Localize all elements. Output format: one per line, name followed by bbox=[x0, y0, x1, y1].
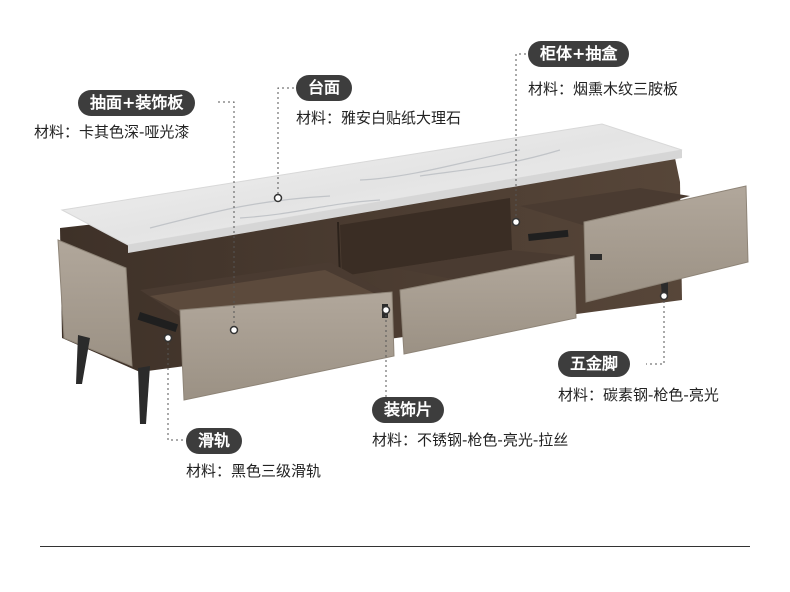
callout-foot-material: 材料：碳素钢-枪色-亮光 bbox=[558, 386, 719, 404]
middle-drawer-front bbox=[399, 255, 577, 355]
bottom-divider bbox=[40, 546, 750, 547]
callout-drawer-panel-material: 材料：卡其色深-哑光漆 bbox=[34, 123, 190, 141]
leader-rail bbox=[167, 338, 184, 441]
middle-drawer-box bbox=[396, 250, 572, 280]
callout-rail-material: 材料：黑色三级滑轨 bbox=[186, 462, 322, 480]
callout-trim-material: 材料：不锈钢-枪色-亮光-拉丝 bbox=[372, 431, 569, 449]
callout-foot-title: 五金脚 bbox=[558, 351, 631, 377]
slide-rail-left bbox=[137, 311, 179, 332]
dot-cabinet bbox=[511, 217, 521, 227]
slide-rail-right bbox=[528, 229, 569, 241]
leader-foot bbox=[646, 296, 665, 365]
callout-top-material: 材料：雅安白贴纸大理石 bbox=[296, 109, 462, 127]
callout-drawer-panel-title: 抽面+装饰板 bbox=[78, 90, 196, 116]
dot-top bbox=[273, 193, 283, 203]
dot-drawer-panel bbox=[229, 325, 239, 335]
callout-cabinet-title: 柜体+抽盒 bbox=[528, 41, 630, 67]
left-side-panel bbox=[57, 239, 133, 367]
right-drawer-front bbox=[583, 185, 749, 303]
callout-rail-title: 滑轨 bbox=[186, 428, 243, 454]
right-drawer-box bbox=[520, 188, 690, 226]
leader-cabinet bbox=[515, 53, 526, 222]
callout-top-title: 台面 bbox=[296, 75, 353, 101]
leader-drawer-panel bbox=[218, 101, 235, 330]
leg-left-front bbox=[76, 335, 90, 384]
leader-top bbox=[277, 87, 294, 198]
callout-trim-title: 装饰片 bbox=[372, 397, 445, 423]
callout-cabinet-material: 材料：烟熏木纹三胺板 bbox=[528, 80, 679, 98]
dot-trim bbox=[381, 305, 391, 315]
dot-foot bbox=[659, 291, 669, 301]
right-drawer-trim bbox=[590, 254, 602, 260]
leg-center-front bbox=[138, 366, 150, 424]
dot-rail bbox=[163, 333, 173, 343]
left-drawer-front bbox=[179, 291, 395, 401]
